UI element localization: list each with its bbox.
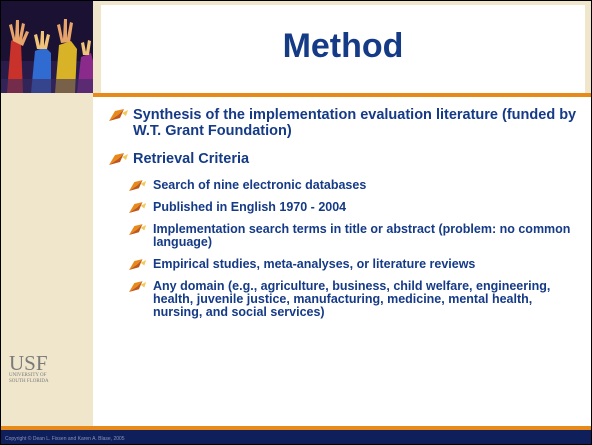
footer-accent-rule xyxy=(1,426,591,430)
sub-bullet-text: Empirical studies, meta-analyses, or lit… xyxy=(153,257,476,271)
arrow-bullet-icon xyxy=(129,180,147,191)
sub-bullet-item: Implementation search terms in title or … xyxy=(129,223,579,249)
arrow-bullet-icon xyxy=(129,259,147,270)
sub-bullet-item: Search of nine electronic databases xyxy=(129,179,579,192)
sub-bullet-item: Published in English 1970 - 2004 xyxy=(129,201,579,214)
bullet-item: Retrieval Criteria xyxy=(109,151,579,167)
arrow-bullet-icon xyxy=(109,153,128,165)
copyright-text: Copyright © Dean L. Fixsen and Karen A. … xyxy=(5,436,125,442)
sub-bullet-text: Implementation search terms in title or … xyxy=(153,222,571,249)
crowd-photo xyxy=(1,1,93,93)
logo-main: USF xyxy=(9,351,48,375)
bullet-text: Synthesis of the implementation evaluati… xyxy=(133,107,577,139)
bullet-list: Synthesis of the implementation evaluati… xyxy=(109,107,579,328)
arrow-bullet-icon xyxy=(109,109,128,121)
arrow-bullet-icon xyxy=(129,202,147,213)
sub-bullet-text: Any domain (e.g., agriculture, business,… xyxy=(153,279,551,319)
arrow-bullet-icon xyxy=(129,281,147,292)
sub-bullet-item: Any domain (e.g., agriculture, business,… xyxy=(129,280,579,319)
arrow-bullet-icon xyxy=(129,224,147,235)
logo-line-1: UNIVERSITY OF xyxy=(9,373,47,378)
sub-bullet-text: Search of nine electronic databases xyxy=(153,178,367,192)
title-rule xyxy=(93,93,591,97)
sub-bullet-item: Empirical studies, meta-analyses, or lit… xyxy=(129,258,579,271)
bullet-text: Retrieval Criteria xyxy=(133,151,250,167)
title-box xyxy=(101,5,585,93)
bullet-item: Synthesis of the implementation evaluati… xyxy=(109,107,579,139)
footer-bar: Copyright © Dean L. Fixsen and Karen A. … xyxy=(1,426,591,444)
logo-line-2: SOUTH FLORIDA xyxy=(9,379,49,384)
usf-logo: USF UNIVERSITY OF SOUTH FLORIDA xyxy=(9,353,49,385)
sub-bullet-text: Published in English 1970 - 2004 xyxy=(153,200,347,214)
slide-title: Method xyxy=(282,27,404,65)
crowd-hands-icon xyxy=(1,1,93,93)
